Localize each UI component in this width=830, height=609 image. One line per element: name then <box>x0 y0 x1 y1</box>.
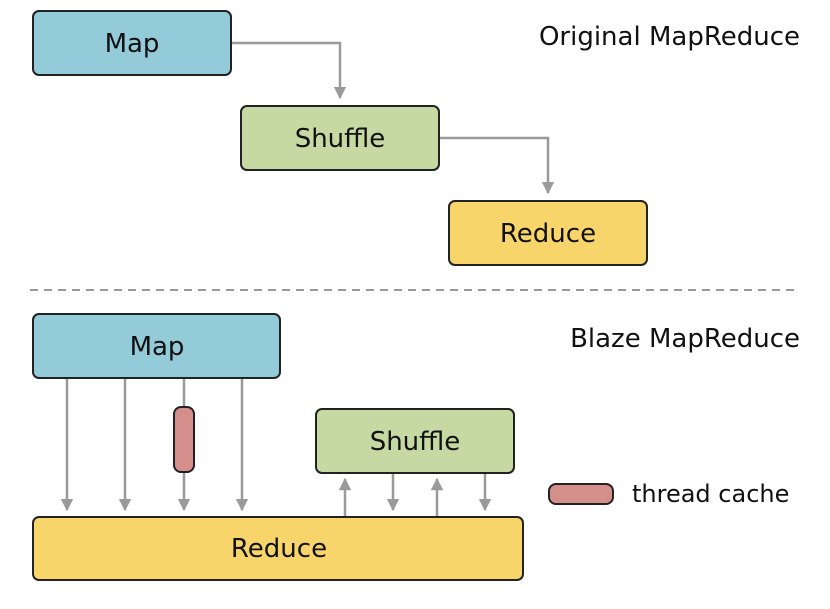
thread-cache-marker <box>173 406 195 473</box>
blaze-map-label: Map <box>130 332 185 362</box>
legend-thread-cache-swatch <box>548 483 614 505</box>
blaze-reduce-box <box>32 516 524 581</box>
original-shuffle-label: Shuffle <box>295 124 386 154</box>
original-reduce-box <box>448 200 648 266</box>
blaze-reduce-node: Reduce <box>32 516 524 581</box>
legend: thread cache <box>548 480 789 508</box>
arrow-map-to-shuffle <box>232 41 347 100</box>
original-mapreduce-section: Original MapReduce Map Shuffle Reduce <box>32 10 800 266</box>
original-mapreduce-title: Original MapReduce <box>539 22 800 52</box>
blaze-mapreduce-section: Blaze MapReduce Map Shuffle Reduce <box>32 313 800 581</box>
original-map-box <box>32 10 232 76</box>
blaze-map-box <box>32 313 281 379</box>
blaze-shuffle-node: Shuffle <box>315 408 515 474</box>
original-shuffle-node: Shuffle <box>240 105 440 171</box>
blaze-shuffle-box <box>315 408 515 474</box>
original-reduce-node: Reduce <box>448 200 648 266</box>
blaze-mapreduce-title: Blaze MapReduce <box>570 324 800 354</box>
blaze-reduce-label: Reduce <box>231 534 327 564</box>
blaze-map-node: Map <box>32 313 281 379</box>
original-map-label: Map <box>105 29 160 59</box>
arrow-shuffle-to-reduce <box>440 136 555 195</box>
blaze-shuffle-label: Shuffle <box>370 427 461 457</box>
original-map-node: Map <box>32 10 232 76</box>
legend-thread-cache-label: thread cache <box>632 480 789 508</box>
original-shuffle-box <box>240 105 440 171</box>
original-reduce-label: Reduce <box>500 219 596 249</box>
